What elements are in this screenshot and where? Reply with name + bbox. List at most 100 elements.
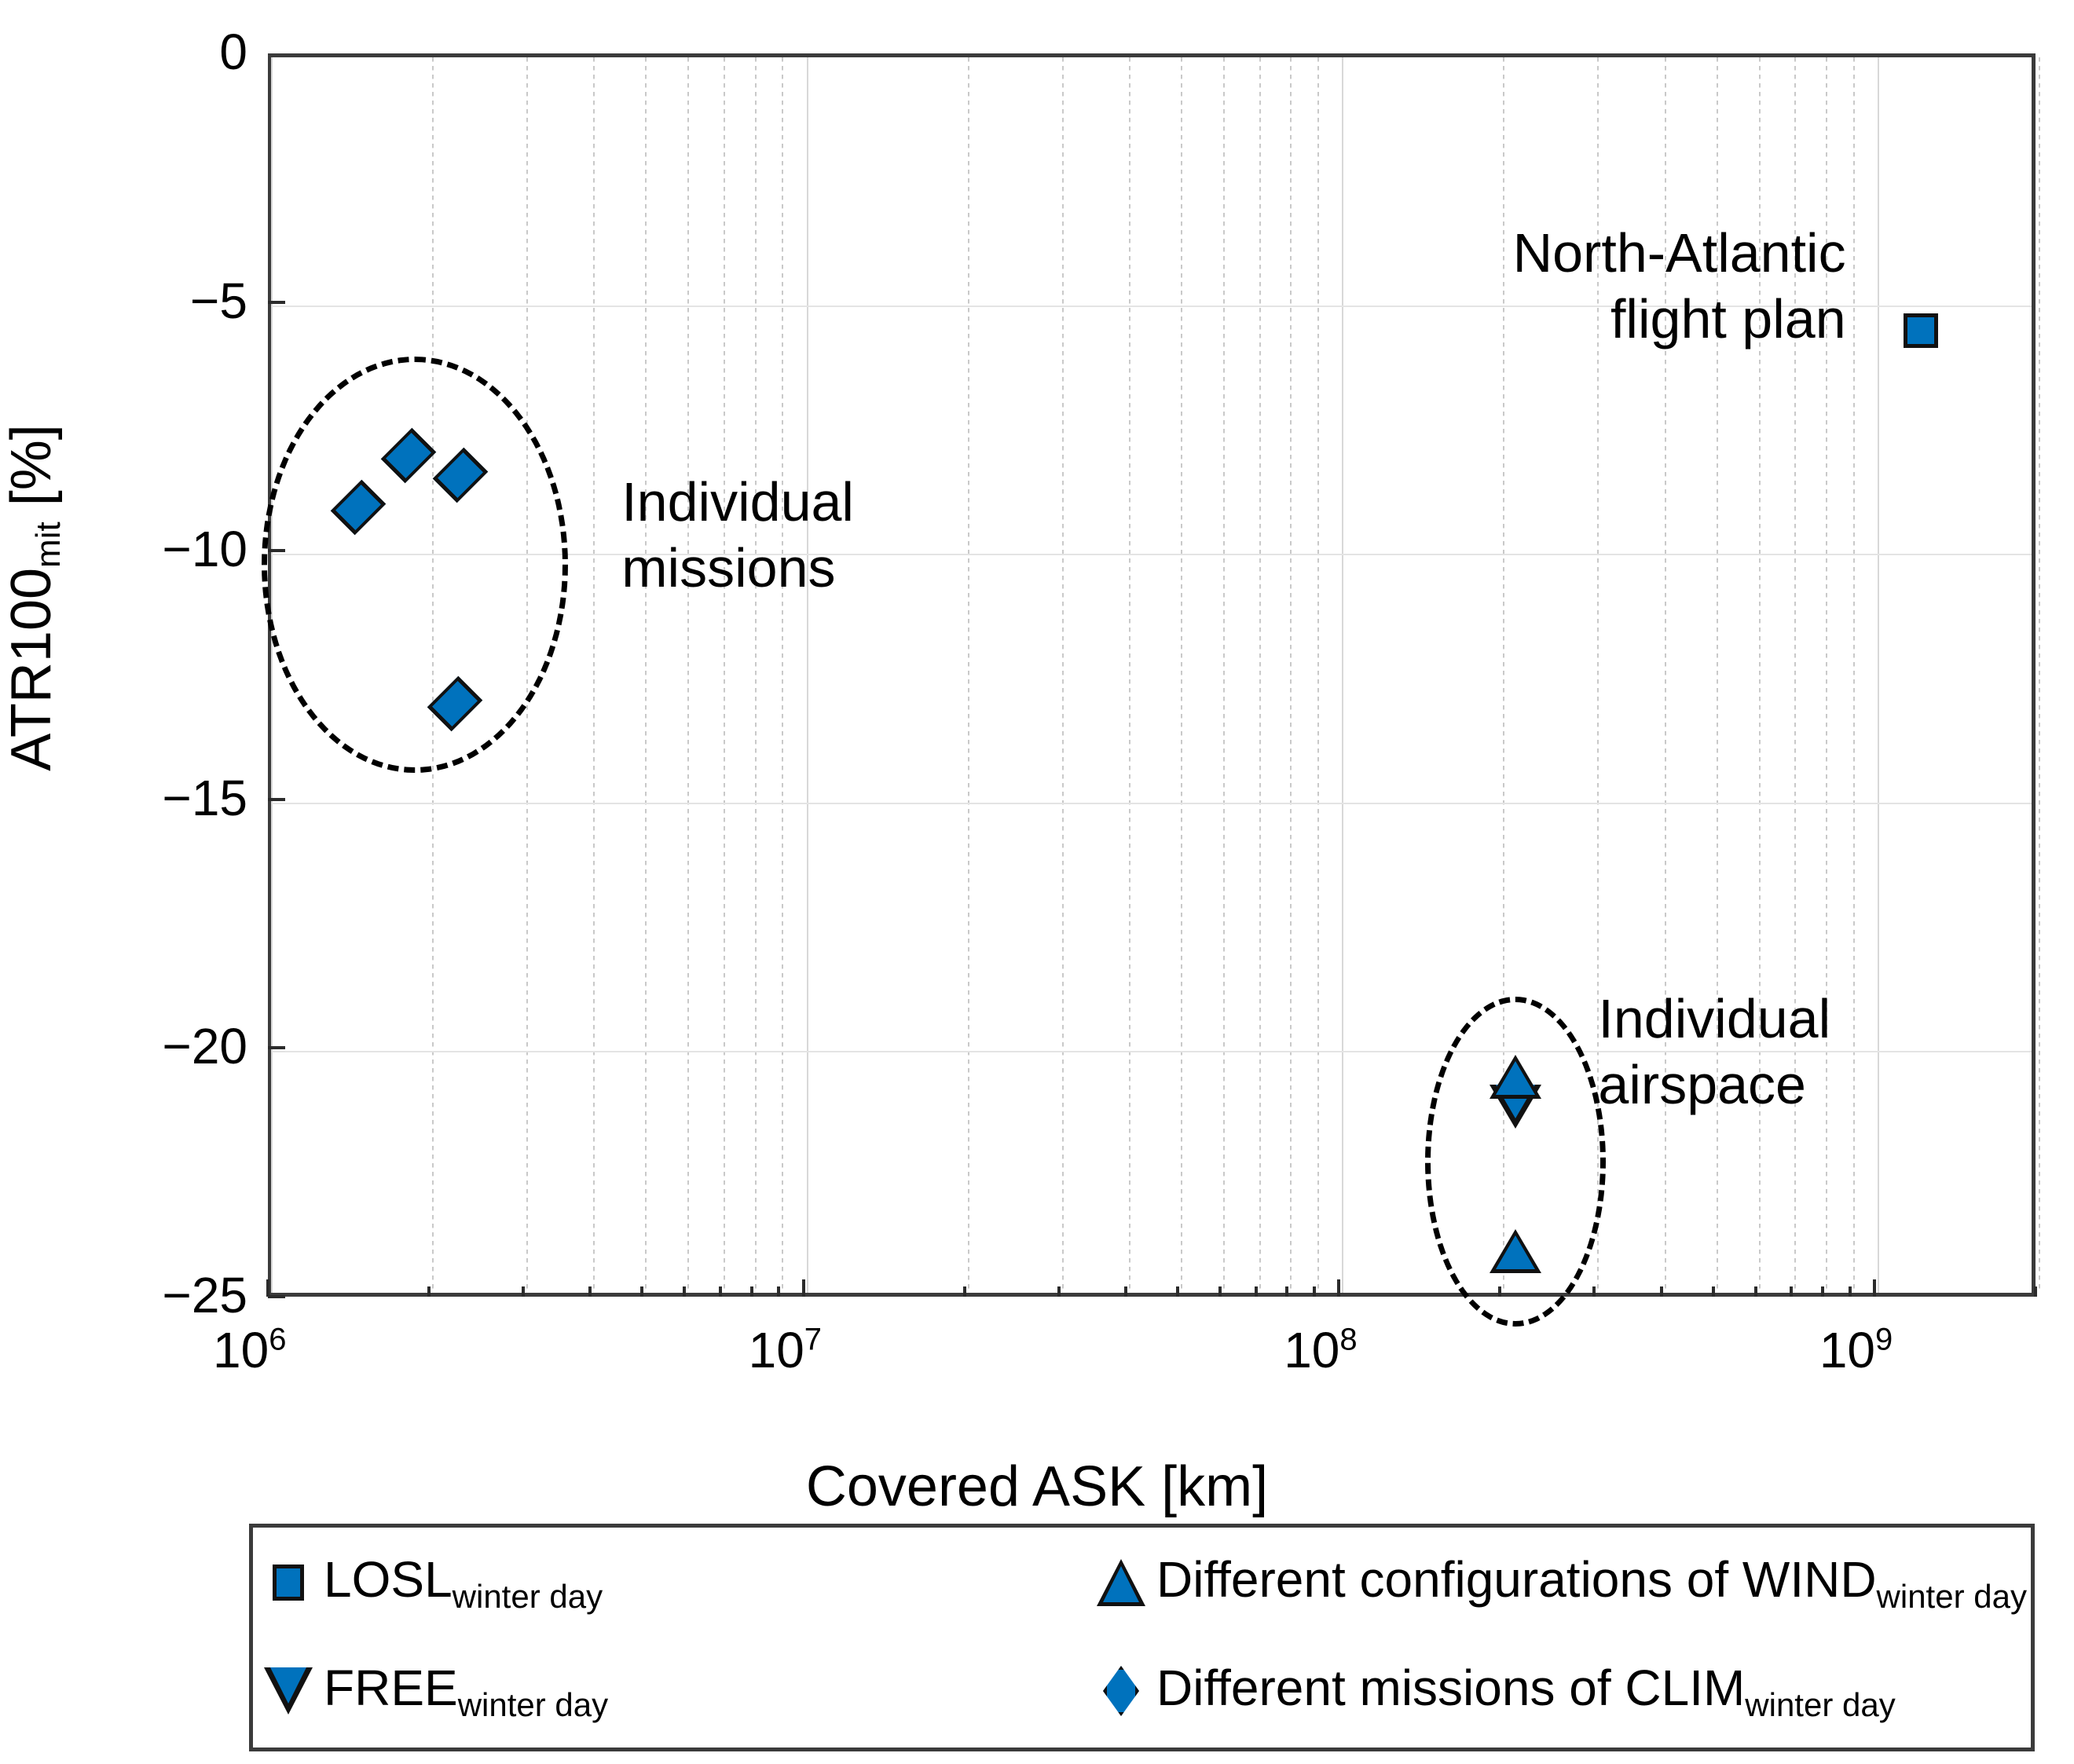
x-gridline-major [806, 57, 808, 1293]
legend-label: Different configurations of WINDwinter d… [1156, 1554, 2027, 1615]
x-gridline-minor [1317, 57, 1320, 1293]
x-tick [683, 1286, 687, 1297]
y-axis-title-subscript: mit [29, 522, 68, 568]
annotation-north-atlantic-flight-plan: North-Atlantic flight plan [1512, 222, 1846, 350]
individual-airspace-ellipse [1424, 996, 1606, 1327]
annotation-individual-airspace: Individual airspace [1598, 988, 1831, 1116]
x-tick [1123, 1286, 1127, 1297]
y-gridline [272, 802, 2032, 804]
legend-label-subscript: winter day [1876, 1578, 2027, 1615]
y-axis-title-unit: [%] [0, 424, 63, 522]
legend-marker-diamond-icon [1086, 1666, 1156, 1716]
x-gridline-major [1342, 57, 1344, 1293]
legend-label-subscript: winter day [452, 1578, 603, 1615]
x-tick-label: 109 [1819, 1322, 1893, 1378]
legend-label-base: LOSL [324, 1551, 453, 1608]
y-tick-label: −15 [162, 769, 247, 826]
x-tick [1337, 1279, 1341, 1297]
x-tick [801, 1279, 805, 1297]
x-gridline-minor [1290, 57, 1292, 1293]
x-tick [522, 1286, 526, 1297]
y-axis-title-base: ATR100 [0, 567, 63, 771]
x-gridline-minor [1825, 57, 1827, 1293]
x-tick-label: 108 [1284, 1322, 1358, 1378]
x-gridline-minor [967, 57, 969, 1293]
x-tick [749, 1286, 753, 1297]
x-tick [962, 1286, 966, 1297]
y-tick-label: −25 [162, 1267, 247, 1323]
x-tick [1592, 1286, 1596, 1297]
x-gridline-minor [1503, 57, 1505, 1293]
x-tick [1848, 1286, 1852, 1297]
x-tick [640, 1286, 644, 1297]
legend-label: LOSLwinter day [324, 1551, 603, 1615]
x-tick [1218, 1286, 1222, 1297]
x-tick [427, 1286, 431, 1297]
y-tick-label: −5 [190, 272, 247, 329]
x-tick [266, 1279, 269, 1297]
legend-label-base: Different missions of CLIM [1156, 1660, 1746, 1716]
legend-marker-triangle-down-icon [253, 1667, 324, 1715]
y-axis-title: ATR100mit [%] [0, 126, 68, 1069]
x-tick [1659, 1286, 1663, 1297]
y-tick [268, 1046, 285, 1050]
legend-item-square[interactable]: LOSLwinter day [253, 1535, 603, 1630]
y-tick [268, 797, 285, 801]
legend-item-diamond[interactable]: Different missions of CLIMwinter day [1086, 1644, 1896, 1738]
x-gridline-minor [593, 57, 595, 1293]
x-gridline-minor [1061, 57, 1064, 1293]
x-axis-title: Covered ASK [km] [805, 1455, 1269, 1518]
x-tick [777, 1286, 781, 1297]
x-tick [1820, 1286, 1824, 1297]
x-gridline-major [1877, 57, 1879, 1293]
x-gridline-minor [1259, 57, 1261, 1293]
legend-marker-triangle-up-icon [1086, 1559, 1156, 1606]
x-gridline-minor [724, 57, 726, 1293]
legend-label-base: FREE [324, 1660, 458, 1716]
x-tick [1753, 1286, 1757, 1297]
data-point-square [1903, 313, 1938, 349]
x-tick [1176, 1286, 1180, 1297]
x-tick [1498, 1286, 1502, 1297]
x-tick [1313, 1286, 1317, 1297]
x-gridline-minor [1181, 57, 1183, 1293]
y-tick [268, 1295, 285, 1298]
y-tick-label: −20 [162, 1018, 247, 1075]
x-gridline-minor [1222, 57, 1225, 1293]
x-gridline-minor [754, 57, 757, 1293]
y-gridline [272, 305, 2032, 307]
x-tick [588, 1286, 592, 1297]
x-gridline-minor [1664, 57, 1666, 1293]
x-gridline-minor [1852, 57, 1855, 1293]
annotation-individual-missions: Individual missions [621, 470, 854, 598]
y-gridline [272, 1051, 2032, 1053]
y-tick-label: 0 [219, 24, 247, 80]
legend-label: FREEwinter day [324, 1660, 608, 1723]
gridlines [271, 57, 2040, 1293]
legend-label-subscript: winter day [457, 1686, 609, 1723]
y-tick [268, 549, 285, 553]
x-tick [1872, 1279, 1876, 1297]
x-tick [1254, 1286, 1258, 1297]
x-gridline-major [271, 57, 273, 1293]
x-gridline-minor [1597, 57, 1599, 1293]
x-tick [2034, 1286, 2037, 1297]
x-gridline-minor [782, 57, 784, 1293]
legend-label-subscript: winter day [1745, 1686, 1896, 1723]
x-tick [1285, 1286, 1289, 1297]
x-tick-label: 107 [748, 1322, 823, 1378]
legend-item-triangle-up[interactable]: Different configurations of WINDwinter d… [1086, 1535, 2027, 1630]
x-tick [719, 1286, 723, 1297]
x-gridline-minor [1716, 57, 1718, 1293]
legend-item-triangle-down[interactable]: FREEwinter day [253, 1644, 608, 1738]
x-tick [1711, 1286, 1715, 1297]
y-tick-label: −10 [162, 521, 247, 578]
x-gridline-minor [2039, 57, 2040, 1293]
x-tick [1057, 1286, 1061, 1297]
y-tick [268, 300, 285, 304]
y-gridline [272, 554, 2032, 556]
